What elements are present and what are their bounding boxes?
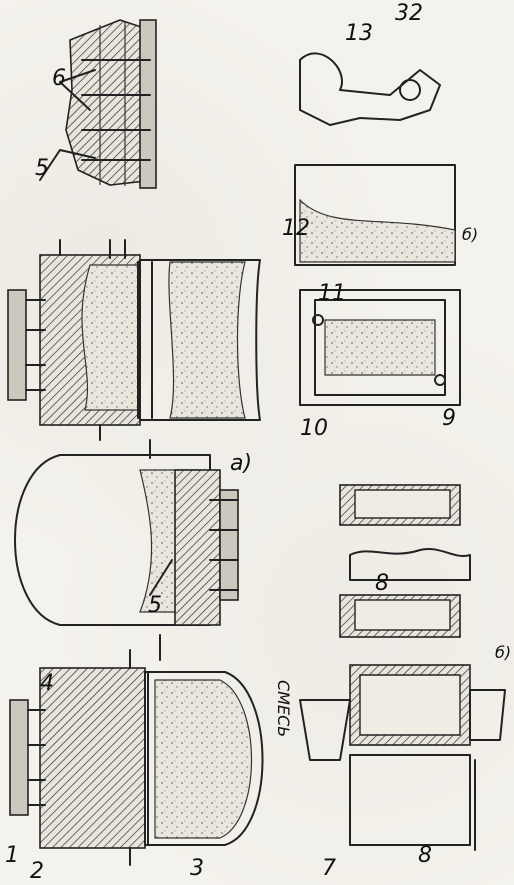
mould-halves (299, 484, 506, 851)
label-mix: СМЕСЬ (274, 680, 293, 737)
flask-middle (14, 439, 239, 661)
label-7: 7 (322, 856, 336, 881)
label-1: 1 (5, 843, 19, 868)
label-5-middle: 5 (148, 593, 162, 618)
mould-boxes (294, 164, 461, 406)
label-10: 10 (300, 416, 328, 441)
casting-13 (299, 52, 441, 126)
label-6: 6 (52, 66, 66, 91)
label-8-middle: 8 (375, 571, 389, 596)
label-8-bottom: 8 (418, 843, 432, 868)
label-12: 12 (282, 216, 310, 241)
label-fig-b-top: б) (462, 225, 478, 244)
label-11: 11 (318, 281, 346, 306)
label-fig-b-bottom: б) (495, 643, 511, 662)
label-2: 2 (30, 859, 44, 884)
label-3: 3 (190, 856, 204, 881)
label-4: 4 (40, 671, 54, 696)
flask-right (7, 239, 261, 441)
page-number: 32 (395, 1, 423, 26)
top-right-fragment (39, 19, 157, 189)
label-13: 13 (345, 21, 373, 46)
label-fig-a: а) (230, 451, 252, 476)
flask-left (9, 649, 264, 866)
label-9: 9 (442, 406, 456, 431)
label-5-top: 5 (35, 156, 49, 181)
